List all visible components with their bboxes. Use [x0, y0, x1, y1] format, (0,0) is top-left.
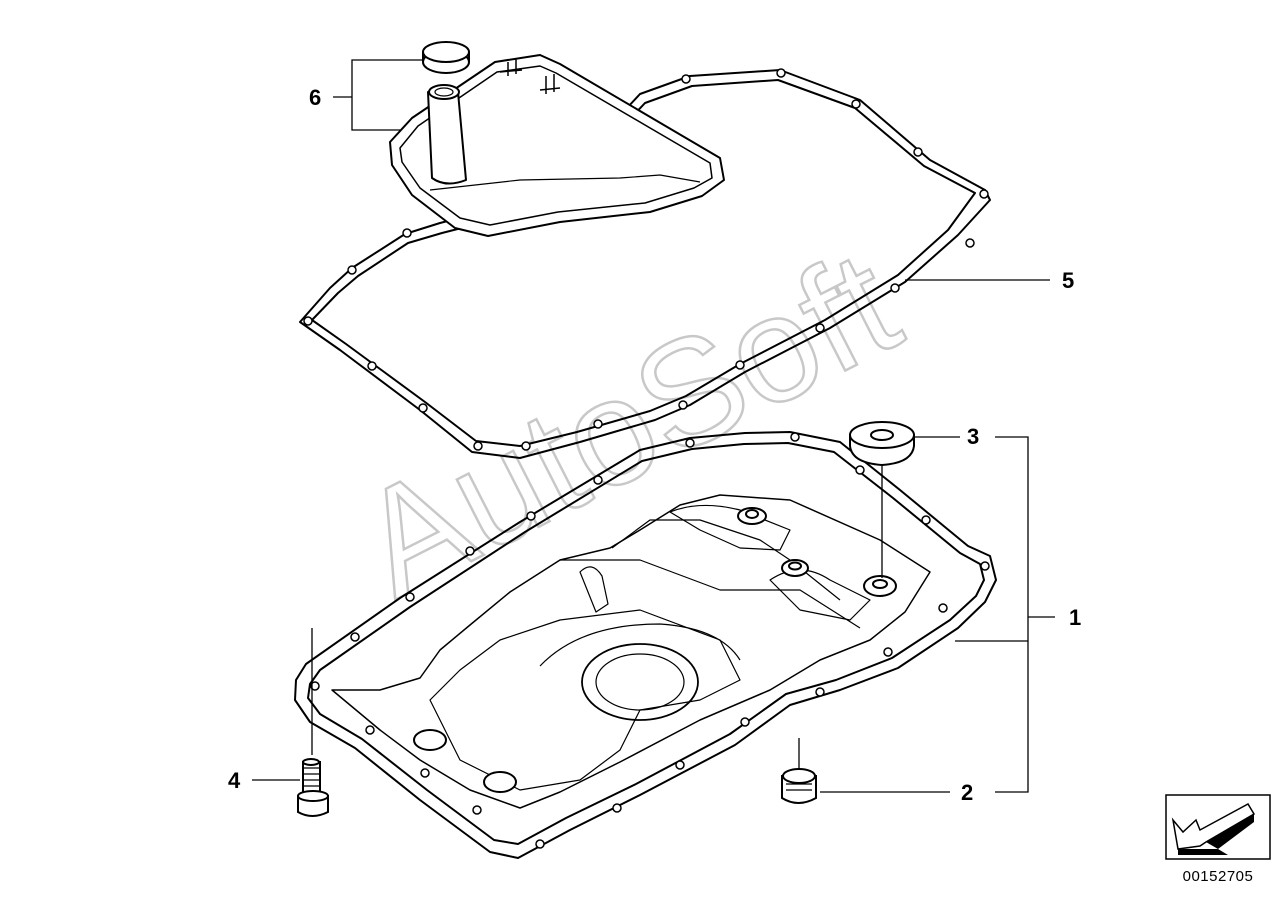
watermark-logo: AutoSoft	[332, 216, 923, 629]
callout-5: 5	[1062, 268, 1074, 293]
part-3-grommet	[849, 421, 915, 467]
part-1-oil-pan	[294, 431, 997, 859]
callout-4: 4	[228, 768, 241, 793]
part-6-oil-filter	[389, 41, 725, 237]
back-arrow-icon[interactable]	[1165, 794, 1271, 860]
callout-3: 3	[967, 424, 979, 449]
watermark-text: AutoSoft	[333, 218, 922, 629]
callout-6: 6	[309, 85, 321, 110]
callout-1: 1	[1069, 605, 1081, 630]
leader-lines	[252, 59, 1055, 793]
callout-2: 2	[961, 780, 973, 805]
document-id: 00152705	[1182, 868, 1254, 885]
part-4-bolt	[297, 758, 329, 817]
part-2-drain-plug	[781, 768, 817, 804]
part-5-gasket	[299, 68, 991, 459]
